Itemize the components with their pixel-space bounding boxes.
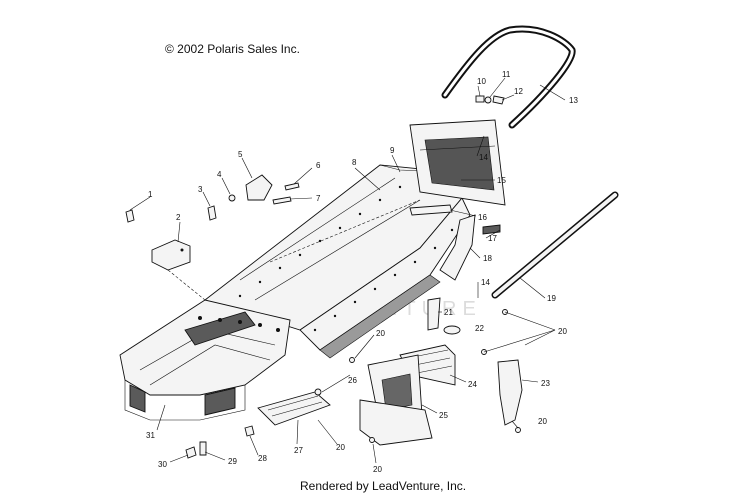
callout-10: 10 (477, 77, 486, 86)
part-22-washer (443, 325, 461, 335)
callout-31: 31 (146, 431, 155, 440)
callout-23: 23 (541, 379, 550, 388)
callout-7: 7 (316, 194, 321, 203)
callout-14b: 14 (481, 278, 490, 287)
callout-6: 6 (316, 161, 321, 170)
part-27-plate (257, 391, 331, 426)
callout-16: 16 (478, 213, 487, 222)
part-23-rail (497, 359, 523, 426)
part-19-rod (491, 191, 619, 299)
tunnel-rivets (238, 185, 454, 332)
part-16-bar (409, 204, 453, 216)
part-21-bracket (427, 297, 441, 331)
callout-5: 5 (238, 150, 243, 159)
callout-4: 4 (217, 170, 222, 179)
callout-8: 8 (352, 158, 357, 167)
part-18-bracket (439, 214, 476, 281)
callout-20e: 20 (373, 465, 382, 474)
callout-25: 25 (439, 411, 448, 420)
callout-17: 17 (488, 234, 497, 243)
callout-13: 13 (569, 96, 578, 105)
bulkhead-bolts (198, 316, 280, 332)
callout-30: 30 (158, 460, 167, 469)
part-25-panel (359, 354, 433, 446)
callout-20b: 20 (376, 329, 385, 338)
part-1-fastener (125, 209, 135, 223)
callout-20c: 20 (538, 417, 547, 426)
callout-14a: 14 (479, 153, 488, 162)
callout-11: 11 (502, 70, 511, 79)
callout-21: 21 (444, 308, 453, 317)
callout-2: 2 (176, 213, 181, 222)
copyright-text: © 2002 Polaris Sales Inc. (165, 42, 300, 56)
callout-20a: 20 (558, 327, 567, 336)
callout-9: 9 (390, 146, 395, 155)
part-17-clip (482, 224, 501, 235)
front-bulkhead (119, 299, 291, 421)
callout-27: 27 (294, 446, 303, 455)
callout-labels: 1 2 3 4 5 6 7 8 9 10 11 12 13 14 15 16 1… (146, 70, 578, 474)
callout-24: 24 (468, 380, 477, 389)
parts-26-30-hardware (185, 309, 521, 459)
callout-28: 28 (258, 454, 267, 463)
part-15-snowflap (409, 119, 506, 206)
callout-29: 29 (228, 457, 237, 466)
callout-22: 22 (475, 324, 484, 333)
callout-20d: 20 (336, 443, 345, 452)
callout-3: 3 (198, 185, 203, 194)
footer-credit: Rendered by LeadVenture, Inc. (300, 479, 466, 493)
leader-lines (129, 77, 566, 464)
callout-26: 26 (348, 376, 357, 385)
callout-18: 18 (483, 254, 492, 263)
callout-1: 1 (148, 190, 153, 199)
part-2-bracket (151, 239, 191, 271)
part-13-bumper (441, 25, 576, 129)
callout-12: 12 (514, 87, 523, 96)
parts-3-7-hardware (207, 174, 300, 221)
callout-19: 19 (547, 294, 556, 303)
callout-15: 15 (497, 176, 506, 185)
